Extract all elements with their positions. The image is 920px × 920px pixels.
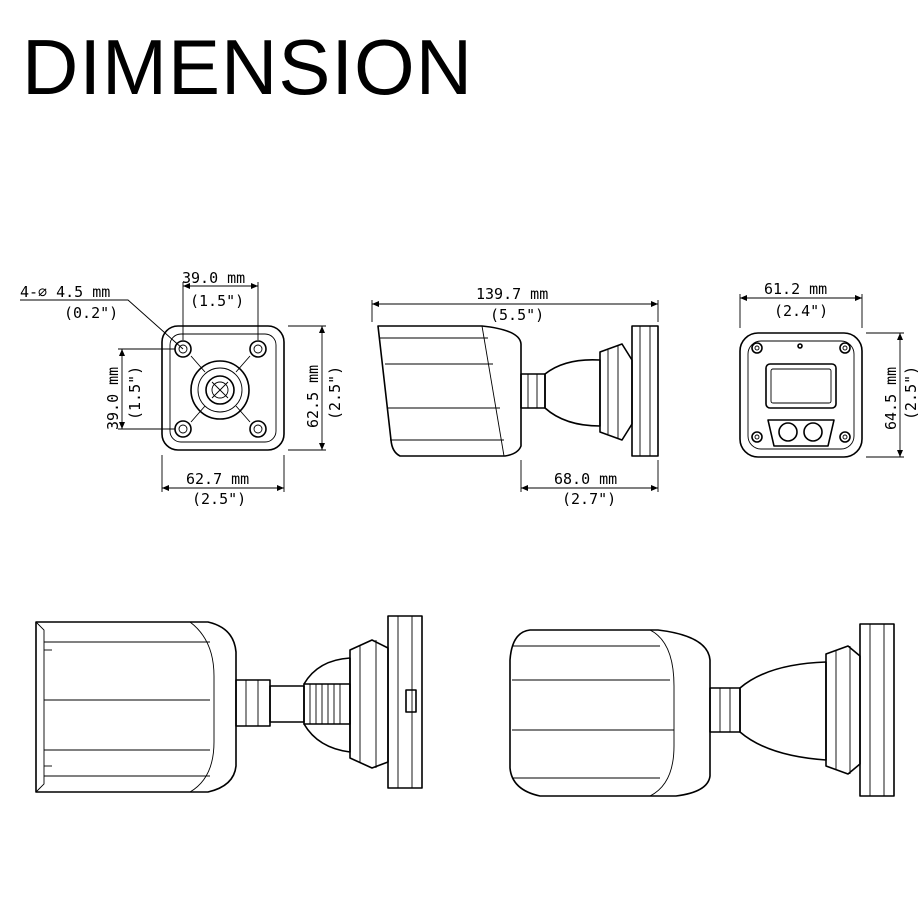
total-length-label: 139.7 mm xyxy=(476,285,548,303)
lens-height-inch-label: (2.5") xyxy=(902,366,920,420)
hole-diameter-label: 4-∅ 4.5 mm xyxy=(20,283,110,301)
lens-height-label: 64.5 mm xyxy=(882,367,900,430)
lens-window xyxy=(765,363,837,409)
total-length-inch-label: (5.5") xyxy=(490,306,544,324)
bracket-length-label: 68.0 mm xyxy=(554,470,617,488)
camera-side-view xyxy=(371,300,659,492)
camera-lens-view xyxy=(739,294,904,458)
threaded-rod xyxy=(303,683,351,725)
screw-hole xyxy=(839,342,851,354)
mounting-hole xyxy=(249,340,267,358)
page-title: DIMENSION xyxy=(22,23,474,111)
camera-side-view-right xyxy=(509,623,895,797)
hole-spacing-v-label: 39.0 mm xyxy=(104,367,122,430)
base-height-label: 62.5 mm xyxy=(304,365,322,428)
bracket-length-inch-label: (2.7") xyxy=(562,490,616,508)
mounting-hole xyxy=(249,420,267,438)
led-light xyxy=(803,422,823,442)
screw-hole xyxy=(751,342,763,354)
hole-spacing-h-inch-label: (1.5") xyxy=(190,292,244,310)
base-width-inch-label: (2.5") xyxy=(192,490,246,508)
hole-diameter-inch-label: (0.2") xyxy=(64,304,118,322)
sensor-dot xyxy=(797,343,803,349)
mounting-hole xyxy=(174,420,192,438)
led-light xyxy=(778,422,798,442)
lens-width-inch-label: (2.4") xyxy=(774,302,828,320)
mount-base-front-view xyxy=(20,282,326,492)
hole-spacing-h-label: 39.0 mm xyxy=(182,269,245,287)
led-panel xyxy=(767,419,835,447)
hole-spacing-v-inch-label: (1.5") xyxy=(126,366,144,420)
lens-width-label: 61.2 mm xyxy=(764,280,827,298)
base-width-label: 62.7 mm xyxy=(186,470,249,488)
screw-hole xyxy=(839,431,851,443)
base-height-inch-label: (2.5") xyxy=(326,366,344,420)
ball-joint xyxy=(190,360,250,420)
screw-hole xyxy=(751,431,763,443)
camera-side-view-left xyxy=(35,615,423,793)
